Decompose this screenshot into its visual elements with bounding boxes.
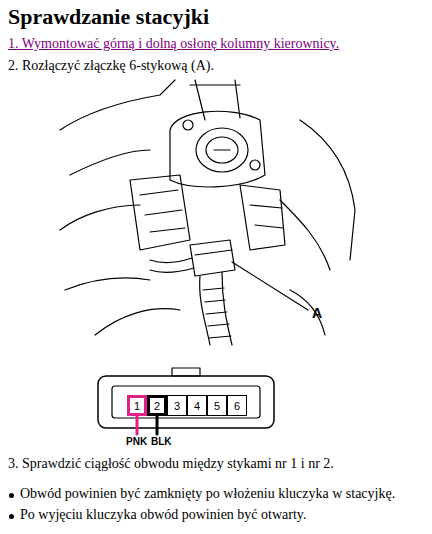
step-text: 1. Wymontować górną i dolną osłonę kolum… (8, 36, 339, 52)
connector-pin: 2 (147, 395, 167, 416)
bullet-note: Po wyjęciu kluczyka obwód powinien być o… (20, 507, 306, 523)
pin-number: 1 (134, 400, 140, 412)
page-title: Sprawdzanie stacyjki (8, 4, 209, 30)
pin-number: 2 (154, 400, 160, 412)
connector-pin: 4 (187, 395, 207, 416)
connector-pin: 5 (207, 395, 227, 416)
bullet-dot (9, 514, 14, 519)
pin-number: 6 (234, 400, 240, 412)
pin-number: 3 (174, 400, 180, 412)
wire-color: BLK (151, 436, 172, 447)
connector-pin: 3 (167, 395, 187, 416)
connector-pin: 1 (127, 395, 147, 416)
bullet-note: Obwód powinien być zamknięty po włożeniu… (20, 486, 395, 502)
step-text: 3. Sprawdzić ciągłość obwodu między styk… (8, 456, 334, 472)
wire-color: PNK (126, 436, 147, 447)
bullet-dot (9, 493, 14, 498)
pin-number: 5 (214, 400, 220, 412)
pin-number: 4 (194, 400, 200, 412)
connector-pin: 6 (227, 395, 247, 416)
step-text: 2. Rozłączyć złączkę 6-stykową (A). (8, 58, 214, 74)
callout-letter: A (312, 305, 322, 321)
